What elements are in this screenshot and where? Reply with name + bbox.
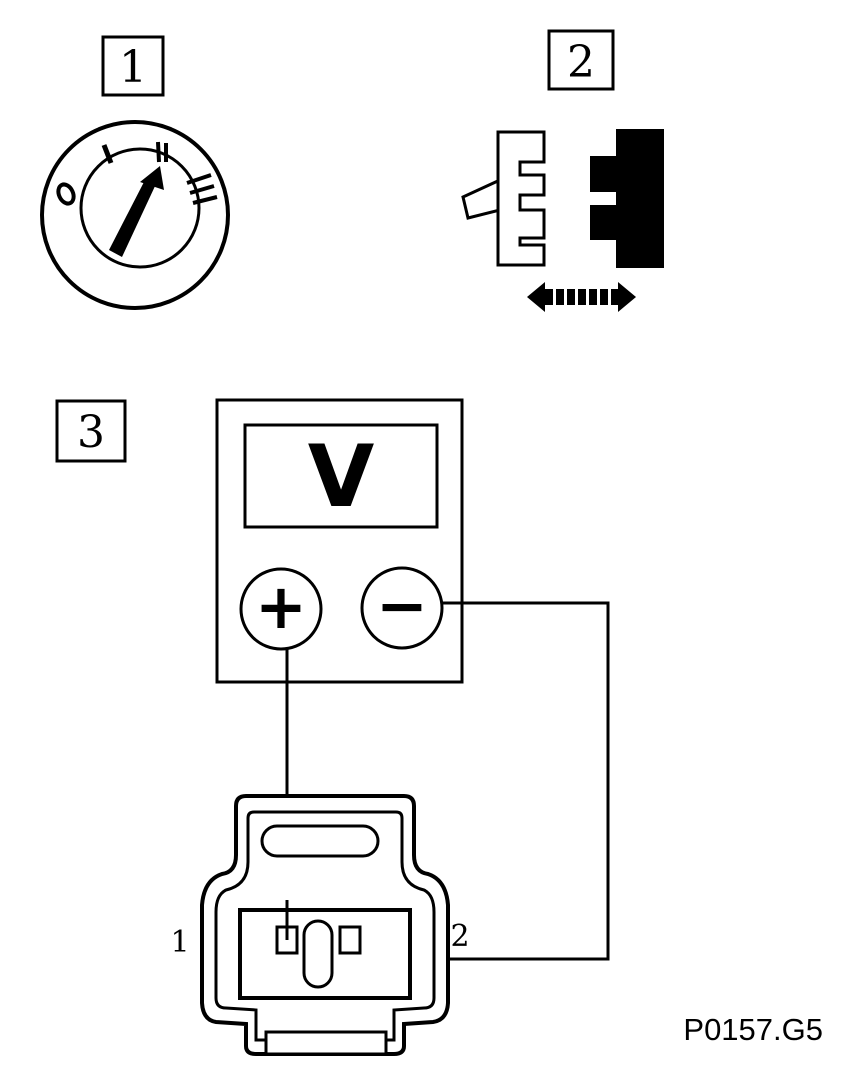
negative-terminal-symbol: − [376, 569, 428, 642]
negative-terminal: − [360, 566, 444, 650]
step-3-number: 3 [77, 407, 105, 458]
pin-2-label: 2 [450, 919, 469, 954]
negative-lead [352, 601, 610, 961]
voltmeter: V + − [215, 398, 464, 684]
sensor-connector [200, 794, 450, 1056]
step-1-number: 1 [119, 42, 147, 93]
positive-terminal: + [239, 567, 323, 651]
connector-disconnect-icon [461, 129, 664, 312]
connector-latch-slot [260, 824, 380, 858]
ignition-position-III-mark [186, 173, 218, 205]
pin-1-label: 1 [170, 925, 189, 960]
connector-key [302, 919, 334, 989]
step-2-label: 2 [547, 29, 615, 91]
connector-pin-2 [338, 925, 362, 955]
step-3-label: 3 [55, 399, 127, 463]
step-1-label: 1 [101, 35, 165, 97]
positive-terminal-symbol: + [255, 570, 307, 643]
ignition-key-pointer-icon [109, 166, 164, 257]
figure-reference: P0157.G5 [683, 1012, 823, 1047]
pull-apart-arrow-icon [527, 282, 636, 312]
voltmeter-display [243, 423, 439, 529]
ignition-position-II-mark [156, 141, 168, 163]
voltmeter-unit: V [308, 427, 375, 527]
ignition-position-I-mark [101, 144, 114, 164]
step-2-number: 2 [567, 37, 595, 88]
ignition-switch-icon [40, 120, 230, 310]
ignition-position-0-mark [56, 182, 76, 206]
